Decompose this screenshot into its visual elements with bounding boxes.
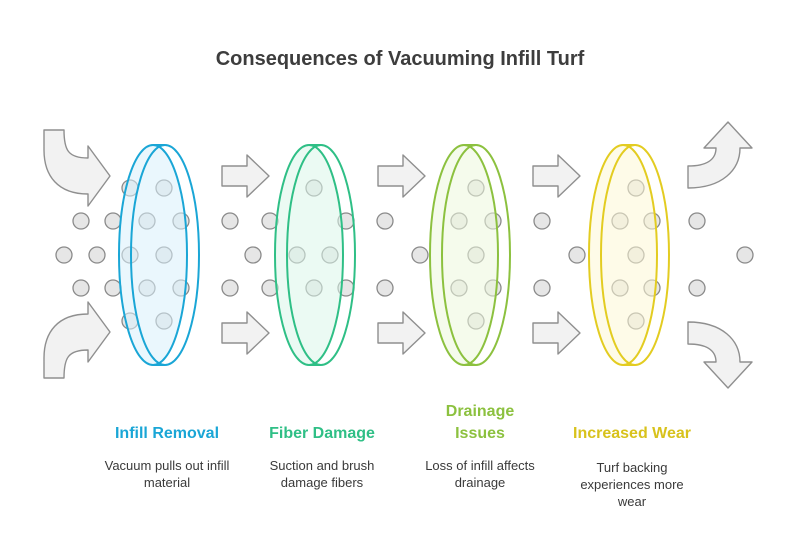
ring-drainage-issues-back: [429, 144, 499, 366]
ring-increased-wear-back: [588, 144, 658, 366]
right-arrow-icon: [532, 311, 581, 355]
page-title: Consequences of Vacuuming Infill Turf: [215, 48, 585, 70]
stage-desc-infill-removal: Vacuum pulls out infill material: [104, 458, 230, 490]
particle-dot: [104, 279, 122, 297]
curved-exit-arrow-down-icon: [687, 321, 753, 389]
ring-infill-removal-back: [118, 144, 188, 366]
curved-entry-arrow-bottom-icon: [43, 301, 111, 379]
stage-desc-drainage-issues: Loss of infill affects drainage: [425, 458, 535, 490]
curved-entry-arrow-top-icon: [43, 129, 111, 207]
right-arrow-icon: [221, 311, 270, 355]
right-arrow-icon: [221, 154, 270, 198]
particle-dot: [72, 212, 90, 230]
particle-dot: [688, 279, 706, 297]
stage-title-infill-removal: Infill Removal: [114, 425, 220, 442]
curved-exit-arrow-up-icon: [687, 121, 753, 189]
stage-title-fiber-damage: Fiber Damage: [269, 425, 375, 442]
stage-desc-fiber-damage: Suction and brush damage fibers: [269, 458, 375, 490]
particle-dot: [736, 246, 754, 264]
ring-fiber-damage-back: [274, 144, 344, 366]
right-arrow-icon: [377, 311, 426, 355]
particle-dot: [688, 212, 706, 230]
stage-title-drainage-issues: Drainage Issues: [445, 403, 515, 442]
particle-dot: [72, 279, 90, 297]
particle-dot: [376, 212, 394, 230]
right-arrow-icon: [532, 154, 581, 198]
particle-dot: [221, 212, 239, 230]
particle-dot: [221, 279, 239, 297]
stage-desc-increased-wear: Turf backing experiences more wear: [580, 460, 684, 509]
particle-dot: [55, 246, 73, 264]
particle-dot: [533, 279, 551, 297]
particle-dot: [411, 246, 429, 264]
stage-title-increased-wear: Increased Wear: [573, 425, 691, 442]
particle-dot: [244, 246, 262, 264]
particle-dot: [568, 246, 586, 264]
particle-dot: [376, 279, 394, 297]
particle-dot: [533, 212, 551, 230]
particle-dot: [88, 246, 106, 264]
particle-dot: [104, 212, 122, 230]
right-arrow-icon: [377, 154, 426, 198]
